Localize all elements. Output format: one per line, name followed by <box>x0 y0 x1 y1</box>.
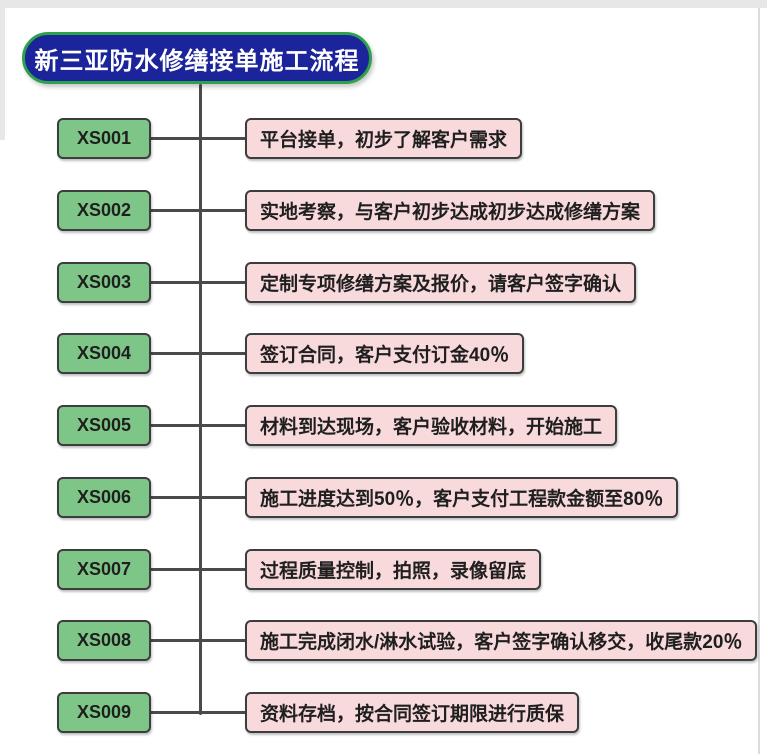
step-desc-box[interactable]: 资料存档，按合同签订期限进行质保 <box>245 692 580 733</box>
connector-line <box>148 280 248 284</box>
connector-line <box>148 208 248 212</box>
step-code-label: XS009 <box>76 702 132 722</box>
step-code-box[interactable]: XS001 <box>57 118 151 159</box>
step-code-label: XS003 <box>76 271 132 292</box>
spine-line <box>199 84 202 715</box>
step-desc-box[interactable]: 施工进度达到50％，客户支付工程款金额至80％ <box>245 476 679 518</box>
connector-line <box>148 352 248 356</box>
step-code-label: XS004 <box>76 343 132 364</box>
connector-line <box>148 639 248 643</box>
window-frame-left <box>0 0 5 140</box>
flow-step-row: XS002 实地考察，与客户初步达成初步达成修缮方案 <box>0 189 767 231</box>
connector-line <box>148 567 248 571</box>
flowchart-title[interactable]: 新三亚防水修缮接单施工流程 <box>22 32 372 84</box>
flow-step-row: XS006 施工进度达到50％，客户支付工程款金额至80％ <box>0 476 767 518</box>
step-desc-label: 施工进度达到50％，客户支付工程款金额至80％ <box>260 488 664 510</box>
flow-step-row: XS008 施工完成闭水/淋水试验，客户签字确认移交，收尾款20％ <box>0 620 767 662</box>
step-desc-box[interactable]: 过程质量控制，拍照，录像留底 <box>245 548 542 590</box>
step-desc-label: 材料到达现场，客户验收材料，开始施工 <box>260 417 603 438</box>
window-frame-right <box>758 8 760 754</box>
connector-line <box>148 495 248 499</box>
step-desc-label: 实地考察，与客户初步达成初步达成修缮方案 <box>260 201 641 223</box>
step-desc-box[interactable]: 施工完成闭水/淋水试验，客户签字确认移交，收尾款20％ <box>245 620 758 662</box>
step-desc-box[interactable]: 平台接单，初步了解客户需求 <box>245 118 523 159</box>
step-desc-label: 签订合同，客户支付订金40％ <box>260 345 510 367</box>
step-code-box[interactable]: XS007 <box>57 548 151 590</box>
step-code-box[interactable]: XS006 <box>57 476 151 518</box>
step-code-box[interactable]: XS004 <box>57 333 151 375</box>
step-code-box[interactable]: XS002 <box>57 189 151 231</box>
step-desc-box[interactable]: 材料到达现场，客户验收材料，开始施工 <box>245 405 618 446</box>
step-code-label: XS002 <box>76 199 132 220</box>
step-desc-label: 定制专项修缮方案及报价，请客户签字确认 <box>260 273 622 295</box>
step-code-box[interactable]: XS008 <box>57 620 151 662</box>
window-frame-top <box>0 0 767 8</box>
flow-step-row: XS004 签订合同，客户支付订金40％ <box>0 333 767 375</box>
step-desc-label: 过程质量控制，拍照，录像留底 <box>260 560 527 582</box>
step-code-box[interactable]: XS003 <box>57 261 151 303</box>
step-code-box[interactable]: XS005 <box>57 405 151 446</box>
connector-line <box>148 424 248 427</box>
step-code-label: XS008 <box>76 630 132 651</box>
step-code-label: XS001 <box>76 128 132 148</box>
step-code-label: XS005 <box>76 415 132 435</box>
flow-step-row: XS009 资料存档，按合同签订期限进行质保 <box>0 692 767 733</box>
step-desc-box[interactable]: 签订合同，客户支付订金40％ <box>245 333 525 375</box>
step-desc-box[interactable]: 实地考察，与客户初步达成初步达成修缮方案 <box>245 189 656 231</box>
step-desc-label: 资料存档，按合同签订期限进行质保 <box>260 704 565 725</box>
flow-step-row: XS003 定制专项修缮方案及报价，请客户签字确认 <box>0 261 767 303</box>
flow-step-row: XS007 过程质量控制，拍照，录像留底 <box>0 548 767 590</box>
step-desc-label: 平台接单，初步了解客户需求 <box>260 130 508 151</box>
step-code-box[interactable]: XS009 <box>57 692 151 733</box>
flow-step-row: XS001 平台接单，初步了解客户需求 <box>0 118 767 159</box>
flow-step-row: XS005 材料到达现场，客户验收材料，开始施工 <box>0 405 767 446</box>
step-desc-box[interactable]: 定制专项修缮方案及报价，请客户签字确认 <box>245 261 637 303</box>
step-desc-label: 施工完成闭水/淋水试验，客户签字确认移交，收尾款20％ <box>260 632 743 654</box>
connector-line <box>148 711 248 714</box>
connector-line <box>148 137 248 140</box>
step-code-label: XS007 <box>76 558 132 579</box>
step-code-label: XS006 <box>76 486 132 507</box>
